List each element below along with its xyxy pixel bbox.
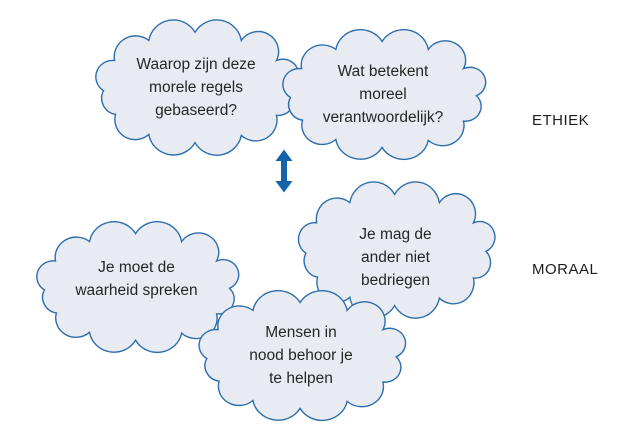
- cloud-moral-rule-waarheid: Je moet de waarheid spreken: [26, 216, 247, 357]
- cloud-outline-icon: [26, 216, 247, 357]
- cloud-text-moral-rule-helpen: Mensen in nood behoor je te helpen: [249, 323, 353, 387]
- cloud-text-ethics-question-1: Waarop zijn deze morele regels gebaseerd…: [136, 55, 256, 119]
- cloud-text-ethics-question-2: Wat betekent moreel verantwoordelijk?: [322, 62, 444, 126]
- cloud-text-moral-rule-bedriegen: Je mag de ander niet bedriegen: [359, 226, 432, 289]
- cloud-moral-rule-bedriegen: Je mag de ander niet bedriegen: [288, 176, 503, 323]
- cloud-outline-icon: [272, 24, 494, 164]
- cloud-ethics-question-1: Waarop zijn deze morele regels gebaseerd…: [85, 14, 307, 160]
- label-moraal: MORAAL: [532, 261, 599, 278]
- cloud-text-moral-rule-waarheid: Je moet de waarheid spreken: [75, 258, 198, 299]
- double-arrow-vertical-icon: [275, 149, 293, 193]
- cloud-ethics-question-2: Wat betekent moreel verantwoordelijk?: [272, 24, 494, 164]
- cloud-outline-icon: [188, 285, 414, 425]
- cloud-moral-rule-helpen: Mensen in nood behoor je te helpen: [188, 285, 414, 425]
- label-ethiek: ETHIEK: [532, 112, 590, 129]
